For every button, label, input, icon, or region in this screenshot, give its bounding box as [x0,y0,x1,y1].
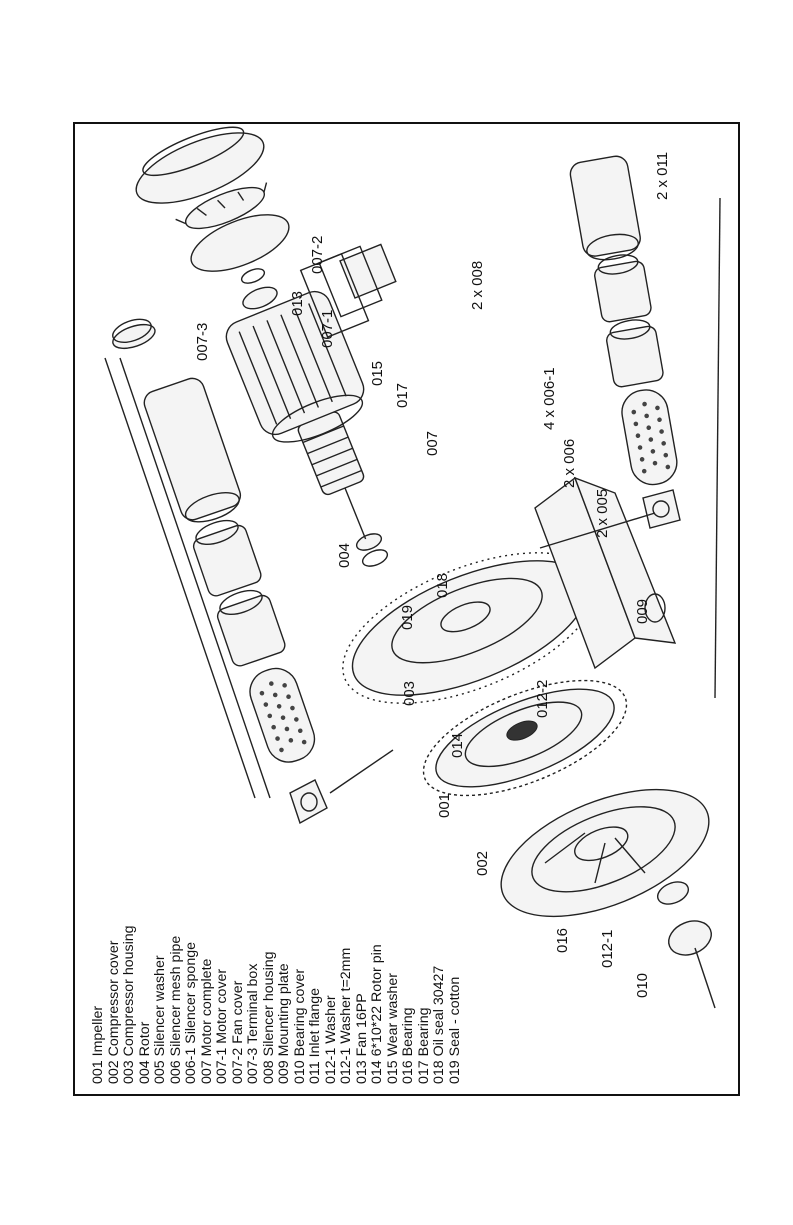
callout-014: 014 [449,732,466,758]
callout-009: 009 [634,598,651,624]
callout-007-1: 007-1 [319,309,336,348]
callout-002: 002 [474,850,491,876]
callout-017: 017 [394,382,411,408]
compressor-cover [500,788,710,918]
callout-007-2: 007-2 [309,235,326,274]
callout-019: 019 [399,604,416,630]
callout-012-1: 012-1 [599,929,616,968]
callout-007: 007 [424,430,441,456]
callout-001: 001 [436,792,453,818]
silencer-assembly-upper [104,318,328,825]
motor [225,290,365,443]
rotor [297,411,367,540]
impeller [422,679,628,797]
callout-012-2: 012-2 [534,679,551,718]
callout-003: 003 [401,680,418,706]
callout-2x006: 2 x 006 [561,438,578,488]
callout-2x005: 2 x 005 [594,488,611,538]
callout-2x008: 2 x 008 [469,260,486,310]
callout-018: 018 [434,572,451,598]
terminal-box [299,243,397,339]
drive-assembly [135,126,716,1009]
callout-2x011: 2 x 011 [654,151,671,200]
callout-015: 015 [369,360,386,386]
callout-013: 013 [289,290,306,316]
fan-cover [135,126,265,204]
callout-007-3: 007-3 [194,322,211,361]
callout-4x006-1: 4 x 006-1 [541,367,558,430]
exploded-view-drawing [104,126,721,1009]
callout-016: 016 [554,927,571,953]
mesh-pipe-upper [249,667,316,763]
silencer-assembly-lower [329,155,721,794]
callout-010: 010 [634,972,651,998]
callout-004: 004 [336,542,353,568]
fan [175,182,268,230]
